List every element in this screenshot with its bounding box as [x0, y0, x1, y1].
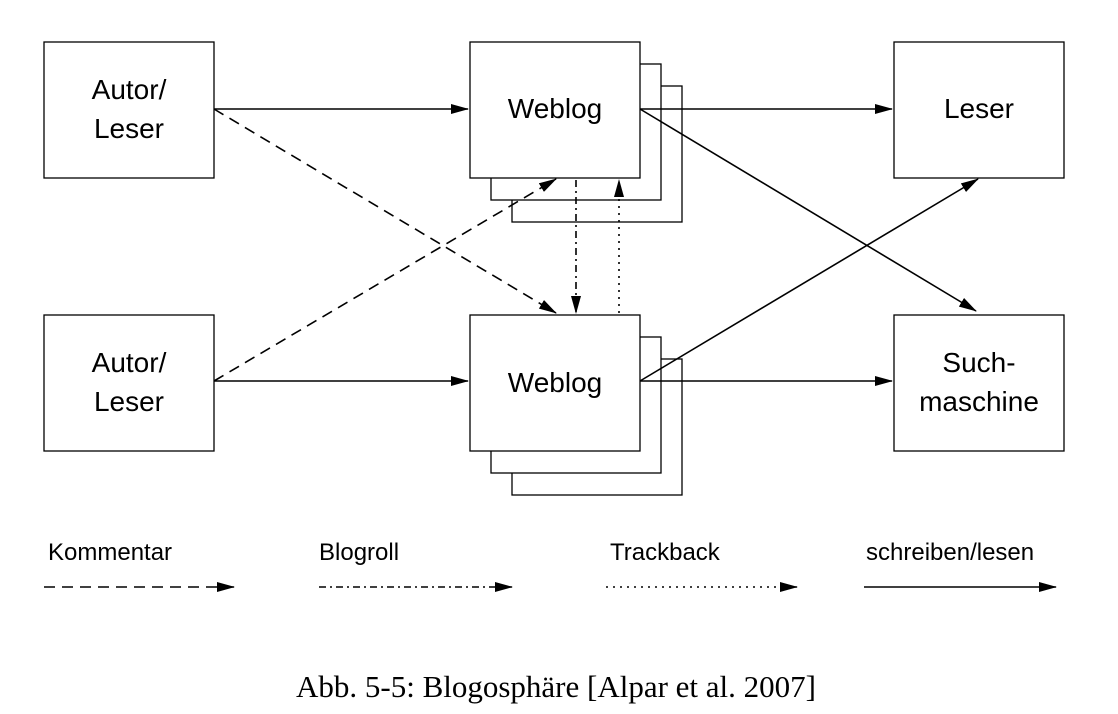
legend-trackback-label: Trackback: [610, 539, 721, 566]
legend-blogroll-label: Blogroll: [319, 539, 399, 566]
arrow-weblog-top-to-search-engine: [639, 108, 977, 312]
author-reader-top-node: Autor/ Leser: [43, 41, 215, 179]
author-reader-top-line2: Leser: [94, 113, 164, 144]
search-engine-line2: maschine: [919, 386, 1039, 417]
author-reader-top-line1: Autor/: [92, 74, 167, 105]
reader-label: Leser: [944, 93, 1014, 124]
figure-caption: Abb. 5-5: Blogosphäre [Alpar et al. 2007…: [296, 669, 816, 704]
search-engine-node: Such- maschine: [893, 314, 1065, 452]
search-engine-line1: Such-: [942, 347, 1015, 378]
comment-arrow-author-top-to-weblog-bottom: [213, 108, 557, 314]
weblog-top-label: Weblog: [508, 93, 602, 124]
author-reader-bottom-line1: Autor/: [92, 347, 167, 378]
reader-node: Leser: [893, 41, 1065, 179]
legend-comment-label: Kommentar: [48, 539, 172, 566]
legend: Kommentar Blogroll Trackback schreiben/l…: [44, 539, 1057, 592]
legend-write-read-label: schreiben/lesen: [866, 539, 1034, 566]
weblog-bottom-label: Weblog: [508, 367, 602, 398]
author-reader-bottom-line2: Leser: [94, 386, 164, 417]
arrow-weblog-bottom-to-reader: [639, 178, 979, 382]
weblog-bottom-stack: Weblog: [469, 314, 683, 496]
author-reader-bottom-node: Autor/ Leser: [43, 314, 215, 452]
comment-arrow-author-bottom-to-weblog-top: [213, 178, 557, 382]
weblog-top-stack: Weblog: [469, 41, 683, 223]
